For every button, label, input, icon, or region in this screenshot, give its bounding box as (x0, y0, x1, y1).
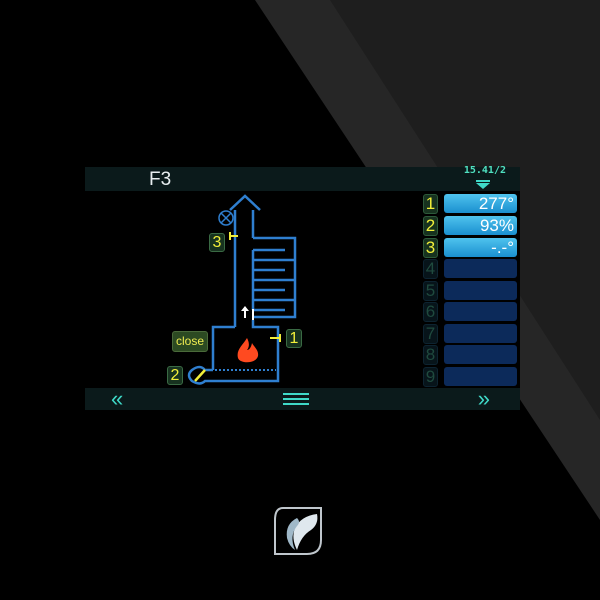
dropdown-icon[interactable] (475, 180, 491, 189)
reading-row[interactable]: 3 -.-° (423, 238, 518, 258)
reading-value[interactable] (444, 345, 517, 364)
reading-index: 2 (423, 216, 438, 236)
prev-button[interactable]: « (111, 386, 124, 411)
display-screen: F3 15.41/2 (85, 165, 520, 410)
header-bar: F3 15.41/2 (85, 165, 520, 191)
reading-row[interactable]: 2 93% (423, 216, 518, 236)
sensor-badge-2[interactable]: 2 (167, 366, 183, 385)
close-button[interactable]: close (172, 331, 208, 352)
reading-row[interactable]: 4 (423, 259, 518, 279)
reading-value[interactable] (444, 367, 517, 386)
reading-index: 8 (423, 345, 438, 365)
reading-value[interactable]: 93% (444, 216, 517, 235)
footer-bar: « » (85, 388, 520, 410)
flame-icon (237, 338, 259, 363)
reading-row[interactable]: 1 277° (423, 194, 518, 214)
clock: 15.41/2 (463, 165, 506, 176)
reading-value[interactable]: -.-° (444, 238, 517, 257)
reading-value[interactable] (444, 302, 517, 321)
reading-index: 3 (423, 238, 438, 258)
reading-index: 7 (423, 324, 438, 344)
reading-row[interactable]: 6 (423, 302, 518, 322)
sensor-badge-1[interactable]: 1 (286, 329, 302, 348)
reading-index: 5 (423, 281, 438, 301)
air-damper (194, 369, 206, 382)
reading-value[interactable] (444, 259, 517, 278)
reading-index: 9 (423, 367, 438, 387)
reading-row[interactable]: 9 (423, 367, 518, 387)
brand-logo-icon (274, 507, 322, 555)
reading-index: 1 (423, 194, 438, 214)
sensor-badge-3[interactable]: 3 (209, 233, 225, 252)
exhaust-arrow (229, 194, 261, 211)
next-button[interactable]: » (477, 386, 490, 411)
reading-value[interactable]: 277° (444, 194, 517, 213)
reading-index: 6 (423, 302, 438, 322)
reading-row[interactable]: 7 (423, 324, 518, 344)
menu-icon[interactable] (283, 393, 309, 405)
reading-row[interactable]: 5 (423, 281, 518, 301)
page-title: F3 (149, 169, 172, 190)
reading-value[interactable] (444, 281, 517, 300)
reading-row[interactable]: 8 (423, 345, 518, 365)
fan-icon (218, 210, 234, 226)
flow-arrow-icon (241, 306, 254, 320)
reading-value[interactable] (444, 324, 517, 343)
boiler-diagram (187, 194, 297, 385)
reading-index: 4 (423, 259, 438, 279)
